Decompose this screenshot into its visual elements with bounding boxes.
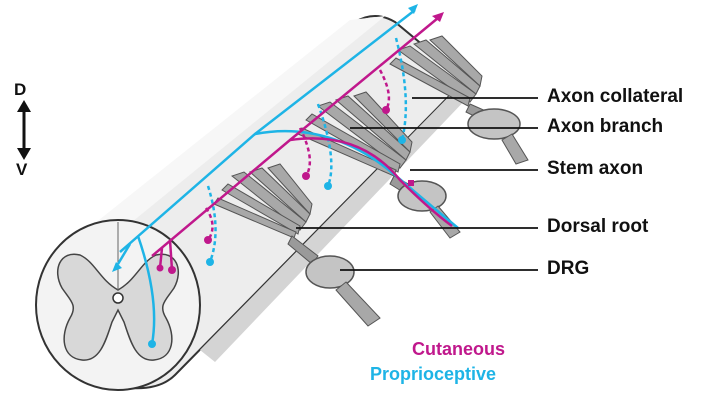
label-drg: DRG — [547, 258, 589, 280]
cord-cross-section — [36, 220, 200, 390]
central-canal — [113, 293, 123, 303]
dorsal-ventral-arrow — [17, 100, 31, 160]
legend-proprioceptive: Proprioceptive — [370, 364, 496, 385]
drg-upper — [466, 104, 528, 164]
label-axon-collateral: Axon collateral — [547, 86, 683, 108]
label-axon-branch: Axon branch — [547, 116, 663, 138]
dorsal-label: D — [14, 80, 26, 100]
label-stem-axon: Stem axon — [547, 158, 643, 180]
legend-cutaneous: Cutaneous — [412, 339, 505, 360]
drg-lower — [288, 236, 380, 326]
label-dorsal-root: Dorsal root — [547, 216, 648, 238]
ventral-label: V — [16, 160, 27, 180]
